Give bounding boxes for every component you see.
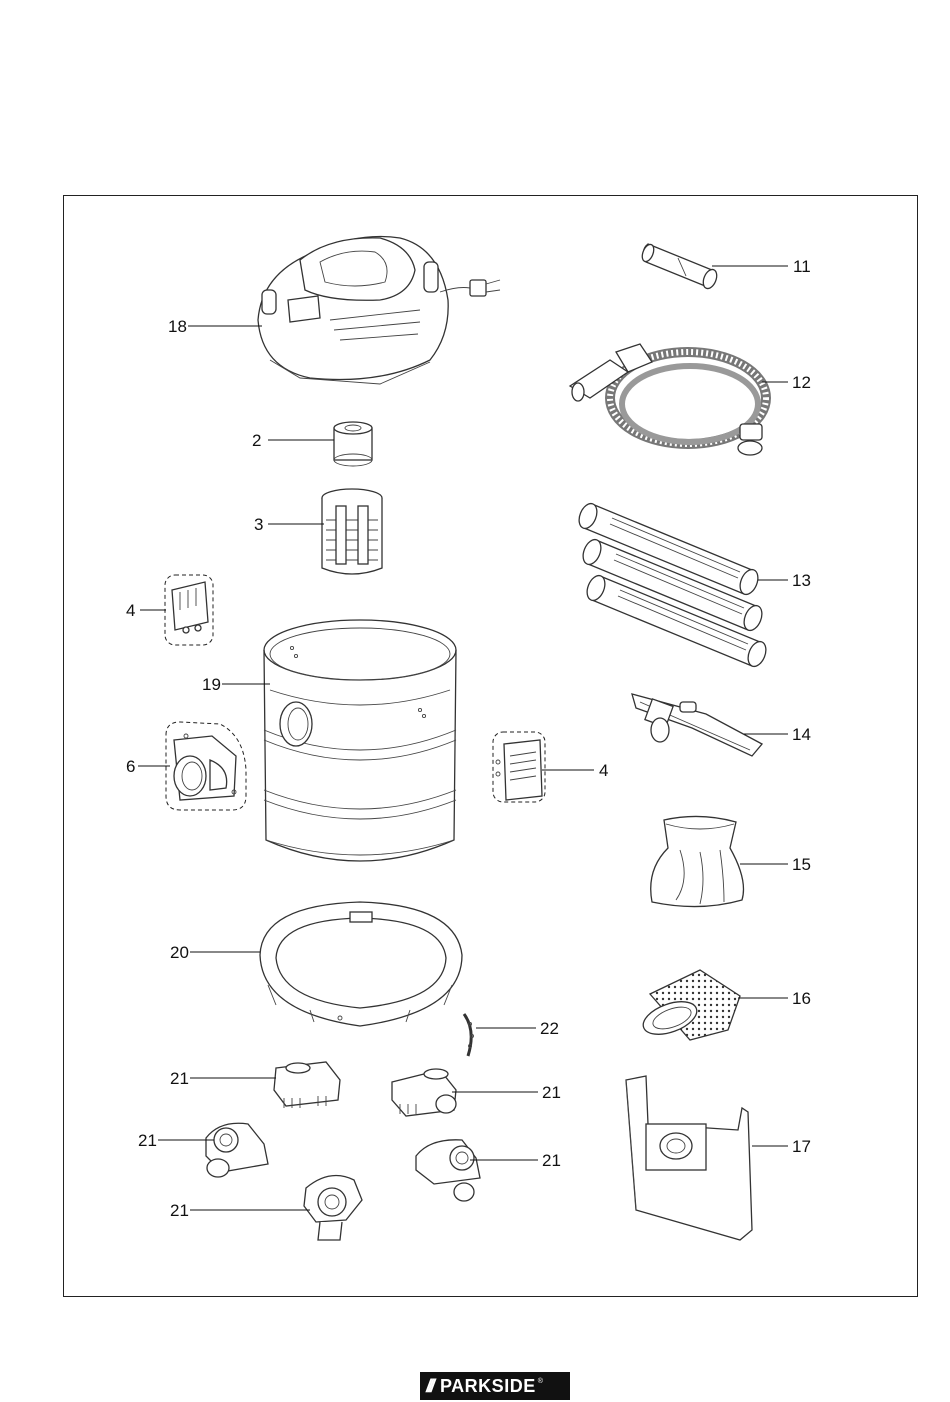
parkside-logo: /// PARKSIDE ®: [420, 1372, 570, 1400]
label-18: 18: [168, 317, 187, 336]
label-19: 19: [202, 675, 221, 694]
label-15: 15: [792, 855, 811, 874]
label-2: 2: [252, 431, 261, 450]
label-21e: 21: [170, 1201, 189, 1220]
part-13-extension-tubes: [576, 501, 770, 669]
part-21-castor-c: [206, 1123, 268, 1177]
label-13: 13: [792, 571, 811, 590]
part-21-castor-a: [274, 1062, 340, 1108]
part-6-latch: [166, 722, 246, 810]
part-21-castor-d: [416, 1140, 480, 1201]
label-17: 17: [792, 1137, 811, 1156]
part-16-wet-filter: [639, 970, 740, 1041]
part-20-castor-ring: [260, 902, 462, 1026]
label-3: 3: [254, 515, 263, 534]
part-18-motor-head: [258, 237, 500, 385]
part-12-hose: [570, 344, 766, 455]
logo-text: PARKSIDE: [432, 1376, 536, 1397]
part-3-cartridge-filter: [322, 489, 382, 574]
label-21b: 21: [542, 1083, 561, 1102]
part-21-castor-e: [304, 1176, 362, 1241]
part-22-strip: [464, 1014, 474, 1056]
label-14: 14: [792, 725, 811, 744]
label-22: 22: [540, 1019, 559, 1038]
label-11: 11: [793, 257, 811, 276]
part-11-crevice-nozzle: [640, 243, 719, 291]
label-21c: 21: [138, 1131, 157, 1150]
label-20: 20: [170, 943, 189, 962]
part-14-floor-nozzle: [632, 694, 762, 756]
label-21d: 21: [542, 1151, 561, 1170]
part-15-cloth-filter: [651, 816, 744, 906]
part-4-clip-right: [493, 732, 545, 802]
label-6: 6: [126, 757, 135, 776]
label-4-left: 4: [126, 601, 135, 620]
label-12: 12: [792, 373, 811, 392]
logo-registered-mark: ®: [538, 1378, 543, 1385]
label-21a: 21: [170, 1069, 189, 1088]
part-17-dust-bag: [626, 1076, 752, 1240]
part-4-clip-left: [165, 575, 213, 645]
label-4-right: 4: [599, 761, 608, 780]
part-2-foam-filter: [334, 422, 372, 466]
part-19-tank: [264, 620, 456, 861]
part-21-castor-b: [392, 1069, 456, 1116]
logo-slashes: ///: [420, 1376, 432, 1397]
label-16: 16: [792, 989, 811, 1008]
